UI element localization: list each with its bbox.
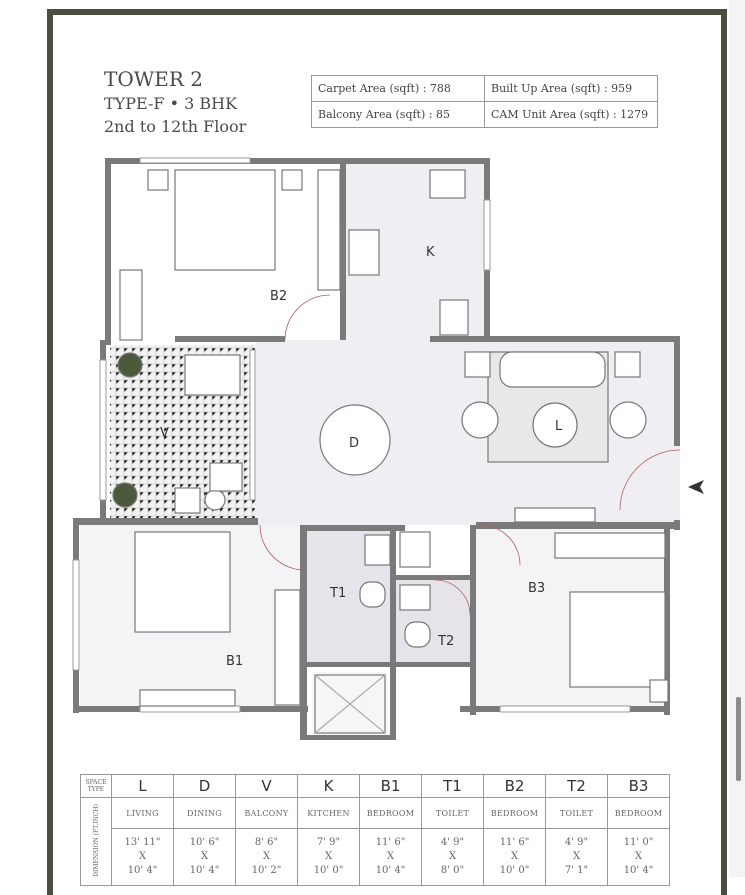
dimension-separator: X [200, 851, 209, 862]
dimension-separator: X [634, 851, 643, 862]
name-cell: DINING [173, 797, 236, 829]
label-v: V [160, 426, 169, 441]
washbasin-t1 [364, 534, 391, 566]
name-cell: KITCHEN [297, 797, 360, 829]
unit-type: TYPE-F • 3 BHK [104, 94, 238, 113]
code-cell: B1 [359, 774, 422, 798]
code-cell: B3 [607, 774, 670, 798]
code-cell: D [173, 774, 236, 798]
code-cell: T2 [545, 774, 608, 798]
wardrobe-b2 [317, 169, 341, 291]
code-cell: K [297, 774, 360, 798]
bed-b1 [134, 531, 231, 633]
dimension-separator: X [324, 851, 333, 862]
bed-b3 [569, 591, 666, 688]
label-k: K [426, 245, 435, 260]
name-cell: LIVING [111, 797, 174, 829]
stove [348, 229, 380, 276]
dimension-header: DIMENSION (FT.INCH) [92, 803, 100, 877]
dimension-length: 10' 4" [127, 865, 158, 876]
wc-t1 [359, 581, 386, 608]
label-t2: T2 [437, 634, 454, 649]
dimension-table: SPACE TYPE L D V K B1 T1 B2 T2 B3 DIMENS… [80, 774, 670, 886]
door-swings [259, 294, 681, 616]
name-cell: BEDROOM [607, 797, 670, 829]
label-t1: T1 [329, 586, 346, 601]
balcony-area: Balcony Area (sqft) : 85 [311, 101, 485, 128]
cam-unit-area: CAM Unit Area (sqft) : 1279 [484, 101, 658, 128]
name-cell: TOILET [421, 797, 484, 829]
dimension-cell: 8' 6" X 10' 2" [235, 828, 298, 886]
room-labels: B2 K V D L T1 T2 B1 B3 [160, 245, 563, 669]
arrow-left-icon [688, 480, 704, 494]
dimension-width: 11' 6" [375, 837, 406, 848]
dimension-width: 7' 9" [316, 837, 341, 848]
code-cell: T1 [421, 774, 484, 798]
label-b1: B1 [226, 654, 243, 669]
wc-t2 [404, 621, 431, 648]
dimension-length: 10' 4" [623, 865, 654, 876]
lounger [184, 354, 241, 396]
dimension-length: 10' 4" [189, 865, 220, 876]
wardrobe-b1 [274, 589, 301, 706]
dimension-separator: X [448, 851, 457, 862]
built-up-area: Built Up Area (sqft) : 959 [484, 75, 658, 102]
floor-range: 2nd to 12th Floor [104, 117, 247, 136]
wardrobe-b3 [554, 532, 666, 559]
dimension-length: 10' 4" [375, 865, 406, 876]
sink [429, 169, 466, 199]
dimension-separator: X [510, 851, 519, 862]
tower-title: TOWER 2 [104, 67, 204, 91]
dimension-length: 10' 2" [251, 865, 282, 876]
windows [72, 157, 631, 713]
dimension-width: 13' 11" [124, 837, 161, 848]
code-cell: V [235, 774, 298, 798]
floor-plan: B2 K V D L T1 T2 B1 B3 [72, 157, 704, 740]
coffee-table [532, 402, 578, 448]
label-d: D [349, 436, 359, 451]
code-cell: L [111, 774, 174, 798]
dimension-separator: X [262, 851, 271, 862]
code-cell: B2 [483, 774, 546, 798]
name-cell: BEDROOM [483, 797, 546, 829]
dimension-width: 11' 0" [623, 837, 654, 848]
name-cell: TOILET [545, 797, 608, 829]
scrollbar-thumb[interactable] [736, 697, 741, 781]
dimension-cell: 7' 9" X 10' 0" [297, 828, 360, 886]
washbasin-t2 [399, 584, 431, 611]
dimension-length: 10' 0" [499, 865, 530, 876]
label-b2: B2 [270, 289, 287, 304]
area-table: Carpet Area (sqft) : 788 Built Up Area (… [311, 75, 658, 128]
dimension-length: 8' 0" [440, 865, 465, 876]
name-cell: BEDROOM [359, 797, 422, 829]
dimension-separator: X [138, 851, 147, 862]
dining-table [319, 404, 391, 476]
dimension-cell: 10' 6" X 10' 4" [173, 828, 236, 886]
dimension-width: 8' 6" [254, 837, 279, 848]
plant [117, 352, 143, 378]
name-cell: BALCONY [235, 797, 298, 829]
label-b3: B3 [528, 581, 545, 596]
dimension-width: 4' 9" [440, 837, 465, 848]
carpet-area: Carpet Area (sqft) : 788 [311, 75, 485, 102]
dimension-width: 11' 6" [499, 837, 530, 848]
bed-b2 [174, 169, 276, 271]
sofa [499, 351, 606, 388]
dimension-cell: 4' 9" X 7' 1" [545, 828, 608, 886]
dimension-header-cell: DIMENSION (FT.INCH) [80, 797, 112, 886]
dimension-separator: X [386, 851, 395, 862]
space-type-header: SPACE TYPE [80, 774, 112, 798]
dimension-separator: X [572, 851, 581, 862]
furniture [112, 169, 669, 734]
dimension-width: 10' 6" [189, 837, 220, 848]
dimension-length: 10' 0" [313, 865, 344, 876]
armchair [461, 401, 499, 439]
dimension-width: 4' 9" [564, 837, 589, 848]
scrollbar-track[interactable] [729, 0, 745, 877]
label-l: L [555, 419, 563, 434]
dimension-length: 7' 1" [564, 865, 589, 876]
